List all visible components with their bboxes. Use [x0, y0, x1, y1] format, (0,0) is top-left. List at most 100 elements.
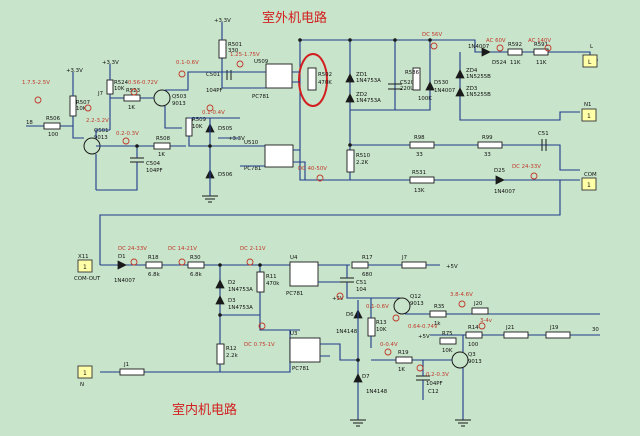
r523-resistor [123, 94, 141, 102]
r592-value: 11K [510, 60, 521, 66]
wire-com-loop [99, 180, 561, 265]
pc781-1-label: PC781 [252, 94, 269, 100]
zd4-value: 1N5255B [466, 74, 491, 80]
zd2-label: ZD2 [356, 92, 367, 98]
r19-label: R19 [398, 350, 409, 356]
d530-diode [425, 81, 435, 91]
r509-value: 10K [192, 124, 203, 130]
r13-resistor [367, 317, 376, 337]
wire-c51-bot [318, 265, 400, 299]
r12-resistor [216, 343, 225, 365]
v33-c-label: +3.3V [228, 136, 245, 142]
r591-resistor [533, 48, 549, 56]
comout-label: COM-OUT [74, 276, 101, 282]
r524-value: 10K [114, 86, 125, 92]
test-point [496, 44, 504, 52]
r591-label: R591 [534, 42, 548, 48]
r523-value: 1K [128, 105, 135, 111]
junction-dot [258, 263, 262, 267]
r18-label: R18 [148, 255, 159, 261]
test-point [316, 174, 324, 182]
zd1-diode [345, 73, 355, 83]
r510-label: R510 [356, 153, 371, 159]
r17-label: R17 [362, 255, 373, 261]
r98-label: R98 [414, 135, 425, 141]
meas-9: AC 60V [486, 38, 506, 44]
r99-label: R99 [482, 135, 493, 141]
c51top-label: C51 [538, 131, 549, 137]
zd4-label: ZD4 [466, 68, 478, 74]
j20-label: J20 [473, 301, 483, 307]
meas-16: DC 0.75-1V [244, 342, 275, 348]
u510-optocoupler [264, 144, 294, 168]
c504-label: C504 [146, 161, 161, 167]
r508-label: R508 [156, 136, 171, 142]
c51-bot-capacitor [340, 277, 354, 283]
r11-value: 470k [266, 281, 280, 287]
r11-label: R11 [266, 274, 277, 280]
meas-14: DC 14-21V [168, 246, 197, 252]
test-point [178, 70, 186, 78]
d25-diode [495, 175, 505, 185]
test-point [130, 88, 138, 96]
wire-d505-d506 [188, 117, 240, 190]
q3-label: Q3 [468, 352, 476, 358]
r13-label: R13 [376, 320, 387, 326]
d1-label: D1 [118, 254, 126, 260]
r17-value: 680 [362, 272, 373, 278]
r502-value: 470K [318, 80, 332, 86]
r75-resistor [439, 337, 457, 345]
pc781-4-label: PC781 [292, 366, 309, 372]
d530-value: 1N4007 [434, 88, 455, 94]
r506-resistor [43, 122, 61, 130]
pc781-3-label: PC781 [286, 291, 303, 297]
u510-label: U510 [244, 140, 259, 146]
r30-label: R30 [190, 255, 201, 261]
d2-label: D2 [228, 280, 236, 286]
zd3-value: 1N5255B [466, 92, 491, 98]
meas-21: 0-0.4V [380, 342, 398, 348]
r14-label: R14 [468, 325, 479, 331]
meas-11: DC 40-50V [298, 166, 327, 172]
zd1-value: 1N4753A [356, 78, 381, 84]
r13-value: 10K [376, 327, 387, 333]
r591-value: 11K [536, 60, 547, 66]
test-point [384, 348, 392, 356]
n1-label: N1 [584, 102, 591, 108]
d506-label: D506 [218, 172, 233, 178]
j1-jumper [119, 368, 145, 376]
test-point [258, 322, 266, 330]
d7-label: D7 [362, 374, 370, 380]
j7bot-label: J7 [401, 255, 407, 261]
r508-resistor [153, 142, 171, 150]
r501-value: 330 [228, 48, 239, 54]
test-point [336, 292, 344, 300]
zd2-diode [345, 93, 355, 103]
meas-12: DC 24-33V [512, 164, 541, 170]
meas-10: AC 140V [528, 38, 551, 44]
r75-label: R75 [442, 331, 453, 337]
r508-value: 1K [158, 152, 165, 158]
p5vc-label: +5V [418, 334, 430, 340]
n-label: N [80, 382, 84, 388]
test-point [530, 172, 538, 180]
r586-value: 100K [418, 96, 432, 102]
q12-transistor [393, 297, 411, 315]
v33-top-label: +3.3V [214, 18, 231, 24]
junction-dot [348, 143, 352, 147]
ground-symbol-3 [455, 419, 471, 427]
test-point [130, 258, 138, 266]
meas-17: 0.1-0.6V [366, 304, 389, 310]
wire-u509-out [292, 71, 300, 83]
r509-label: R509 [192, 117, 207, 123]
j21-label: J21 [505, 325, 514, 331]
pin18-label: 18 [26, 120, 33, 126]
l-connector [582, 54, 598, 68]
r14-resistor [465, 331, 483, 339]
r12-label: R12 [226, 346, 237, 352]
wire-u509-in [221, 50, 266, 89]
d505-label: D505 [218, 126, 232, 132]
r18-value: 6.8k [148, 272, 161, 278]
q503-value: 9013 [172, 101, 186, 107]
